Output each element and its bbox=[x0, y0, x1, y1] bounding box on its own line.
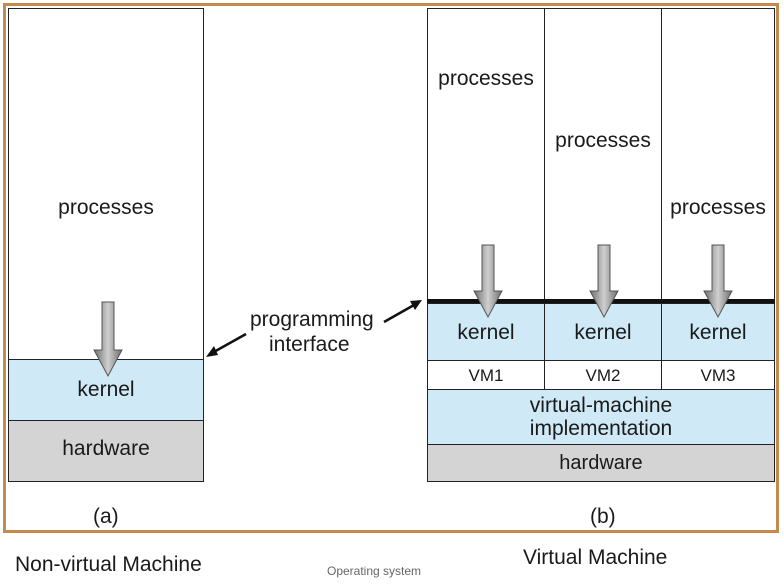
left-down-arrow-icon bbox=[93, 301, 123, 378]
virtual-machine-title: Virtual Machine bbox=[523, 546, 668, 569]
vm2-label-box: VM2 bbox=[544, 360, 662, 390]
vm1-label: VM1 bbox=[468, 366, 504, 385]
programming-interface-line1: programming bbox=[250, 308, 374, 331]
vm3-label-box: VM3 bbox=[661, 360, 775, 390]
vm-implementation-line1: virtual-machine bbox=[529, 394, 673, 417]
footer-text: Operating system bbox=[327, 564, 422, 578]
vm1-label-box: VM1 bbox=[427, 360, 545, 390]
vm2-kernel-label: kernel bbox=[574, 321, 632, 344]
left-hardware-box: hardware bbox=[8, 420, 204, 482]
right-pointer-arrow-icon bbox=[383, 300, 422, 324]
left-caption: (a) bbox=[93, 505, 119, 528]
right-caption: (b) bbox=[590, 505, 616, 528]
vm1-kernel-label: kernel bbox=[457, 321, 515, 344]
vm2-processes-label: processes bbox=[555, 129, 651, 152]
right-hardware-label: hardware bbox=[559, 452, 643, 474]
vm3-down-arrow-icon bbox=[703, 244, 733, 319]
vm3-label: VM3 bbox=[700, 366, 736, 385]
vm-implementation-box: virtual-machine implementation bbox=[427, 389, 775, 445]
vm2-down-arrow-icon bbox=[589, 244, 619, 319]
vm3-processes-label: processes bbox=[670, 196, 766, 219]
vm2-label: VM2 bbox=[585, 366, 621, 385]
left-kernel-label: kernel bbox=[77, 378, 135, 401]
vm1-down-arrow-icon bbox=[473, 244, 503, 319]
left-processes-label: processes bbox=[58, 196, 154, 219]
vm3-kernel-label: kernel bbox=[689, 321, 747, 344]
vm1-processes-label: processes bbox=[438, 67, 534, 90]
programming-interface-line2: interface bbox=[269, 333, 350, 356]
left-pointer-arrow-icon bbox=[206, 332, 247, 357]
non-virtual-machine-title: Non-virtual Machine bbox=[15, 553, 202, 576]
vm-implementation-line2: implementation bbox=[529, 417, 673, 440]
right-hardware-box: hardware bbox=[427, 444, 775, 482]
left-hardware-label: hardware bbox=[62, 437, 150, 460]
